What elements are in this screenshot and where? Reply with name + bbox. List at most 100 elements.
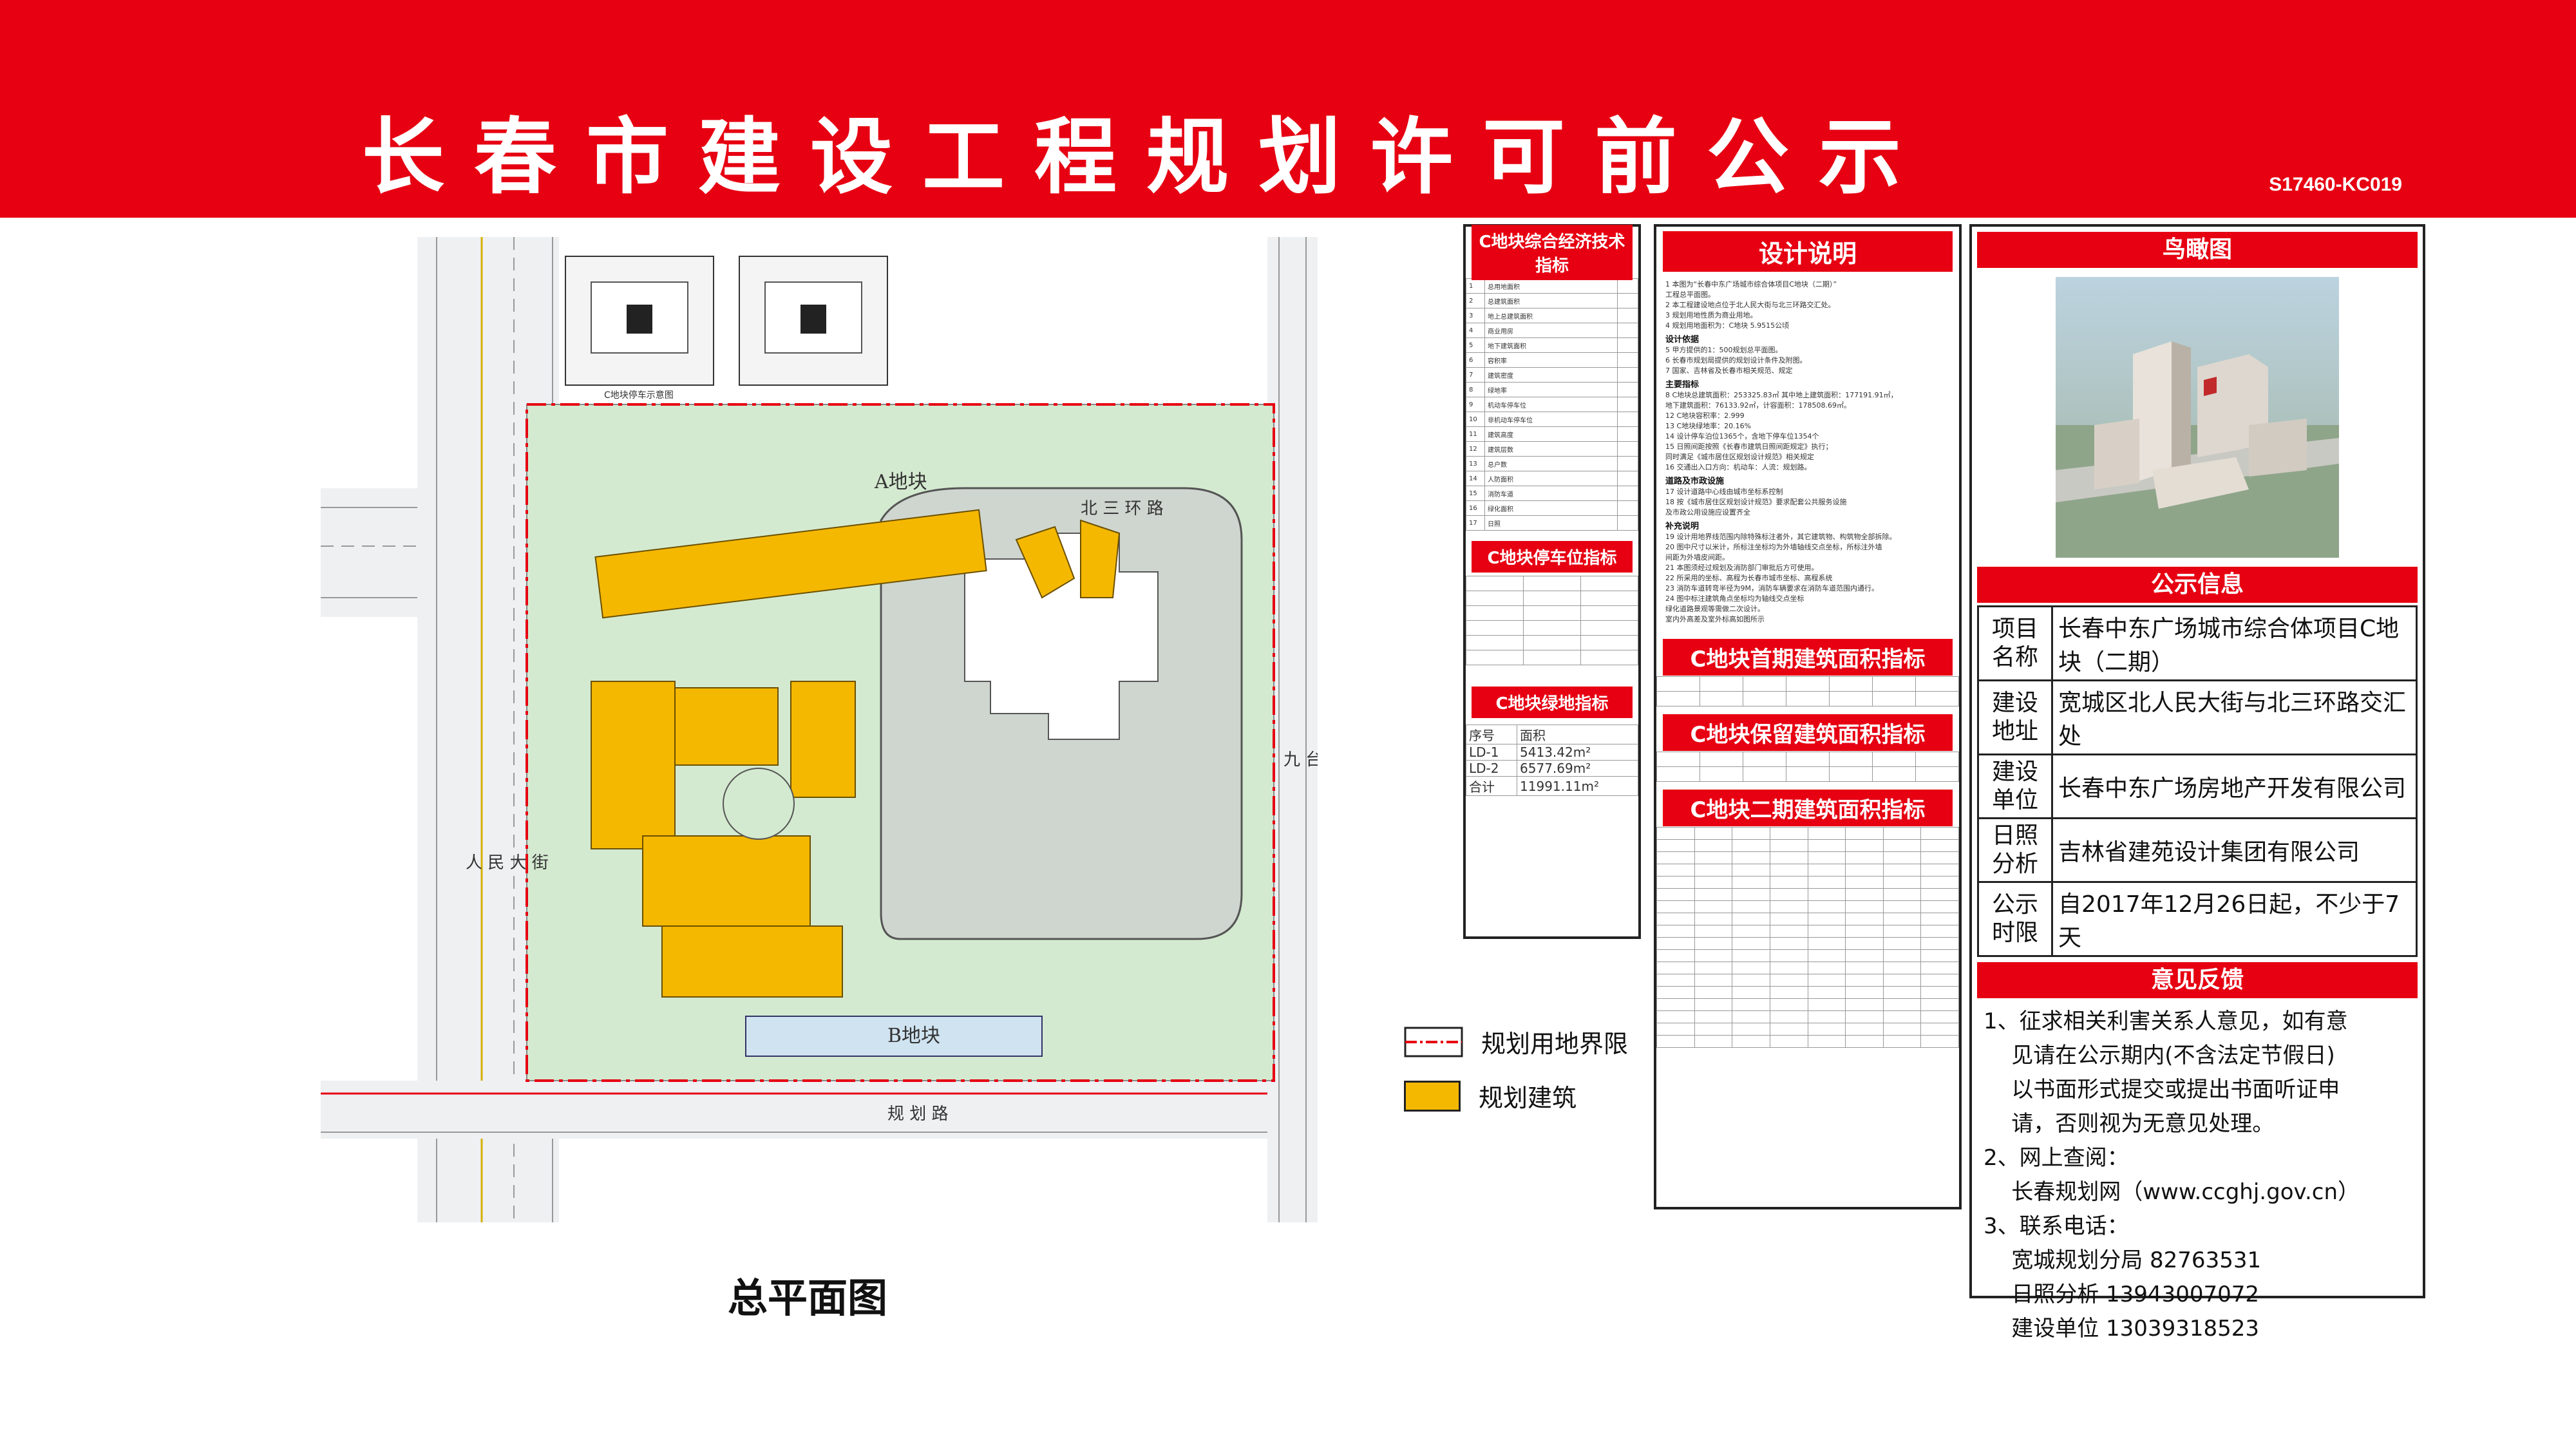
tech-row-value (1617, 367, 1638, 383)
building-legend-swatch (1404, 1080, 1461, 1112)
tech-row-value (1617, 278, 1638, 294)
legend-boundary-label: 规划用地界限 (1481, 1030, 1629, 1058)
design-note-line: 15 日照间距按照《长春市建筑日照间距规定》执行； (1665, 442, 1833, 451)
info-row-address: 建设地址 宽城区北人民大街与北三环路交汇处 (1977, 679, 2418, 755)
design-note-line: 4 规划用地面积为：C地块 5.9515公顷 (1665, 321, 1790, 330)
tech-row-label: 总建筑面积 (1484, 293, 1618, 308)
tech-row-index: 9 (1466, 397, 1485, 412)
tech-row-value (1617, 293, 1638, 308)
phase1-area-table (1656, 676, 1959, 706)
design-note-line: 及市政公用设施应设置齐全 (1665, 508, 1750, 516)
planned-building-fan-1 (1015, 526, 1075, 599)
tech-row-value (1617, 382, 1638, 397)
feedback-line: 3、联系电话： (1984, 1213, 2129, 1239)
tech-row-value (1617, 323, 1638, 338)
design-note-line: 同时满足《城市居住区规划设计规范》相关规定 (1665, 453, 1814, 461)
design-note-line: 22 所采用的坐标、高程为长春市城市坐标、高程系统 (1665, 574, 1833, 582)
design-note-line: 1 本图为“长春中东广场城市综合体项目C地块（二期）” (1665, 280, 1837, 289)
green-table-title: C地块绿地指标 (1472, 686, 1633, 718)
site-plan-svg: 北 三 环 路 人 民 大 街 九 台 路 规 划 路 A地块 B地块 C地块停… (321, 237, 1345, 1222)
green-header-id: 序号 (1465, 725, 1518, 744)
tech-row-value (1617, 441, 1638, 457)
tech-row-value (1617, 456, 1638, 471)
phase2-area-table (1656, 827, 1959, 1048)
tech-row-index: 5 (1466, 337, 1485, 353)
design-note-line: 地下建筑面积：76133.92㎡，计容面积：178508.69㎡。 (1665, 401, 1851, 410)
info-row-sunlight: 日照分析 吉林省建苑设计集团有限公司 (1977, 817, 2418, 883)
planned-building-west-c (790, 681, 856, 798)
basis-subtitle: 设计依据 (1665, 335, 1700, 345)
green-row-id: LD-2 (1465, 760, 1518, 777)
phase1-table-title: C地块首期建筑面积指标 (1663, 638, 1953, 676)
tech-row-index: 8 (1466, 382, 1485, 397)
tech-row-value (1617, 471, 1638, 486)
tech-row-value (1617, 337, 1638, 353)
tech-row-label: 日照 (1484, 515, 1618, 531)
tech-row-label: 地上总建筑面积 (1484, 308, 1618, 323)
info-key: 建设单位 (1977, 753, 2053, 819)
design-note-line: 5 甲方提供的1：500规划总平面图。 (1665, 346, 1783, 354)
public-info-title: 公示信息 (1977, 567, 2418, 603)
feedback-list: 1、征求相关利害关系人意见，如有意 见请在公示期内(不含法定节假日) 以书面形式… (1972, 998, 2423, 1346)
legend-building: 规划建筑 (1404, 1078, 1577, 1114)
design-note-line: 绿化道路景观等需做二次设计。 (1665, 605, 1765, 613)
tech-row-index: 15 (1466, 486, 1485, 501)
parking-table (1466, 576, 1638, 665)
design-note-line: 6 长春市规划局提供的规划设计条件及附图。 (1665, 356, 1807, 365)
info-value: 长春中东广场城市综合体项目C地块（二期） (2051, 605, 2418, 681)
tech-row-label: 机动车停车位 (1484, 397, 1618, 412)
design-notes-panel: 设计说明 1 本图为“长春中东广场城市综合体项目C地块（二期）” 工程总平面图。… (1654, 224, 1962, 1209)
tech-row-index: 4 (1466, 323, 1485, 338)
design-note-line: 3 规划用地性质为商业用地。 (1665, 311, 1757, 319)
design-note-line: 7 国家、吉林省及长春市相关规范、规定 (1665, 366, 1793, 375)
design-note-line: 19 设计用地界线范围内除特殊标注者外，其它建筑物、构筑物全部拆除。 (1665, 533, 1897, 541)
tech-row-index: 11 (1466, 426, 1485, 442)
extra-subtitle: 补充说明 (1665, 522, 1700, 531)
design-note-line: 20 图中尺寸以米计，所标注坐标均为外墙轴线交点坐标，所标注外墙 (1665, 543, 1882, 551)
phase2-table-title: C地块二期建筑面积指标 (1663, 789, 1953, 826)
tech-row-label: 商业用房 (1484, 323, 1618, 338)
tech-row-label: 绿地率 (1484, 382, 1618, 397)
tech-table-title: C地块综合经济技术指标 (1472, 225, 1633, 280)
tech-row-label: 建筑密度 (1484, 367, 1618, 383)
road-subtitle: 道路及市政设施 (1665, 477, 1725, 486)
design-note-line: 8 C地块总建筑面积：253325.83㎡ 其中地上建筑面积：177191.91… (1665, 391, 1898, 399)
tech-row-index: 2 (1466, 293, 1485, 308)
aerial-title: 鸟瞰图 (1977, 232, 2418, 268)
design-note-line: 16 交通出入口方向：机动车：人流：规划路。 (1665, 463, 1812, 471)
design-note-line: 14 设计停车泊位1365个，含地下停车位1354个 (1665, 432, 1819, 441)
design-note-line: 间距为外墙皮间距。 (1665, 553, 1729, 562)
tech-row-index: 16 (1466, 500, 1485, 516)
feedback-line: 见请在公示期内(不含法定节假日) (1984, 1043, 2335, 1068)
legend-building-label: 规划建筑 (1479, 1084, 1577, 1112)
tech-row-label: 地下建筑面积 (1484, 337, 1618, 353)
feedback-line: 以书面形式提交或提出书面听证申 (1984, 1077, 2340, 1103)
design-note-line: 24 图中标注建筑角点坐标均为轴线交点坐标 (1665, 594, 1804, 603)
keep-table-title: C地块保留建筑面积指标 (1663, 714, 1953, 751)
south-road (321, 1081, 1318, 1139)
design-note-line: 室内外高差及室外标高如图所示 (1665, 615, 1765, 623)
green-row-area: 5413.42m² (1517, 744, 1638, 761)
info-value: 长春中东广场房地产开发有限公司 (2051, 753, 2418, 819)
info-value: 自2017年12月26日起，不少于7天 (2051, 881, 2418, 957)
tech-row-value (1617, 486, 1638, 501)
inset-caption: C地块停车示意图 (604, 390, 674, 401)
parcel-b-block (745, 1016, 1043, 1057)
green-row-area: 6577.69m² (1517, 760, 1638, 777)
tech-row-index: 6 (1466, 352, 1485, 368)
green-row-id: LD-1 (1465, 744, 1518, 761)
feedback-line: 长春规划网（www.ccghj.gov.cn） (1984, 1179, 2360, 1205)
tech-row-index: 1 (1466, 278, 1485, 294)
planned-building-west-b (674, 687, 779, 766)
keep-area-table (1656, 752, 1959, 782)
feedback-title: 意见反馈 (1977, 962, 2418, 998)
header-banner: 长春市建设工程规划许可前公示 S17460-KC019 (0, 0, 2576, 218)
